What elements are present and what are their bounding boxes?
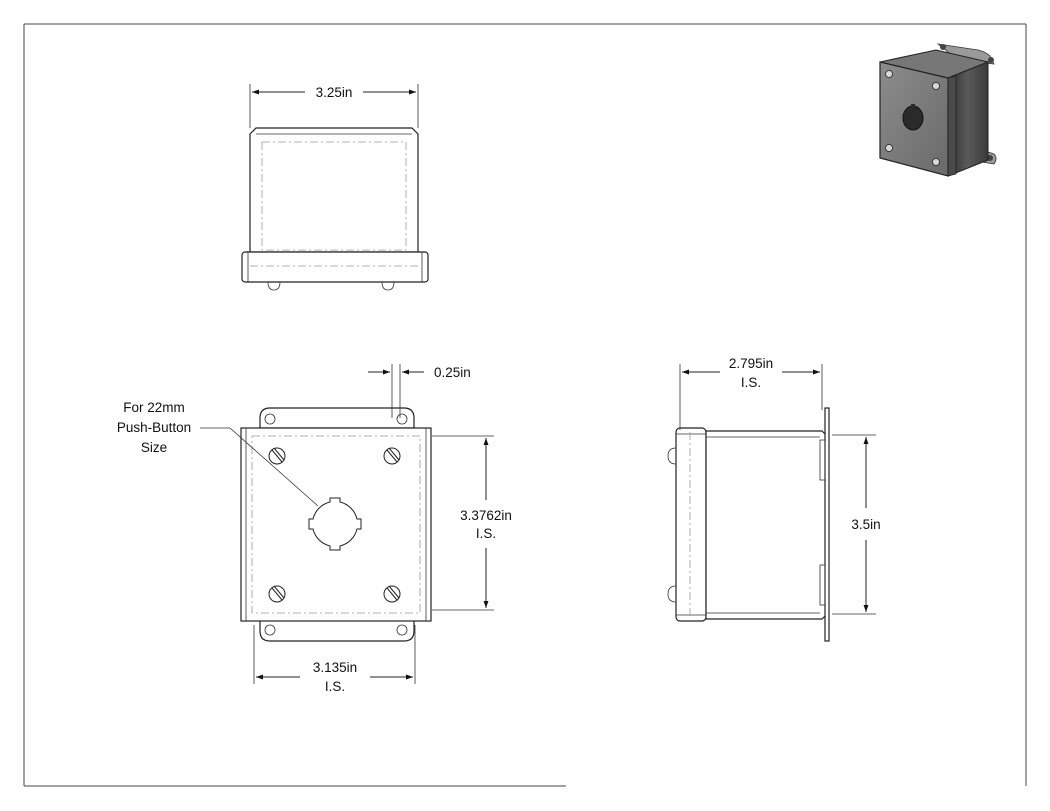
front-height-label-line2: I.S. — [476, 526, 496, 541]
callout-line-2: Push-Button — [117, 420, 191, 435]
cover-screw-icon — [383, 447, 401, 465]
side-view: 2.795in I.S. 3.5in — [667, 356, 881, 642]
isometric-enclosure-icon — [879, 43, 997, 177]
front-height-label-line1: 3.3762in — [460, 508, 512, 523]
cover-screw-icon — [383, 585, 401, 603]
callout-line-1: For 22mm — [123, 400, 185, 415]
push-button-hole — [308, 497, 362, 551]
front-width-label-line1: 3.135in — [313, 660, 357, 675]
side-depth-label-line1: 2.795in — [729, 356, 773, 371]
top-view: 3.25in — [241, 84, 429, 291]
cover-screw-icon — [268, 447, 286, 465]
top-width-label: 3.25in — [316, 85, 353, 100]
flange-width-label: 0.25in — [434, 365, 471, 380]
callout-line-3: Size — [141, 440, 167, 455]
front-width-label-line2: I.S. — [325, 679, 345, 694]
side-height-label: 3.5in — [851, 517, 880, 532]
sheet-border — [23, 23, 1027, 787]
cover-screw-icon — [268, 585, 286, 603]
side-depth-label-line2: I.S. — [741, 375, 761, 390]
front-view: For 22mm Push-Button Size 0.25in 3.3762i… — [117, 364, 512, 694]
